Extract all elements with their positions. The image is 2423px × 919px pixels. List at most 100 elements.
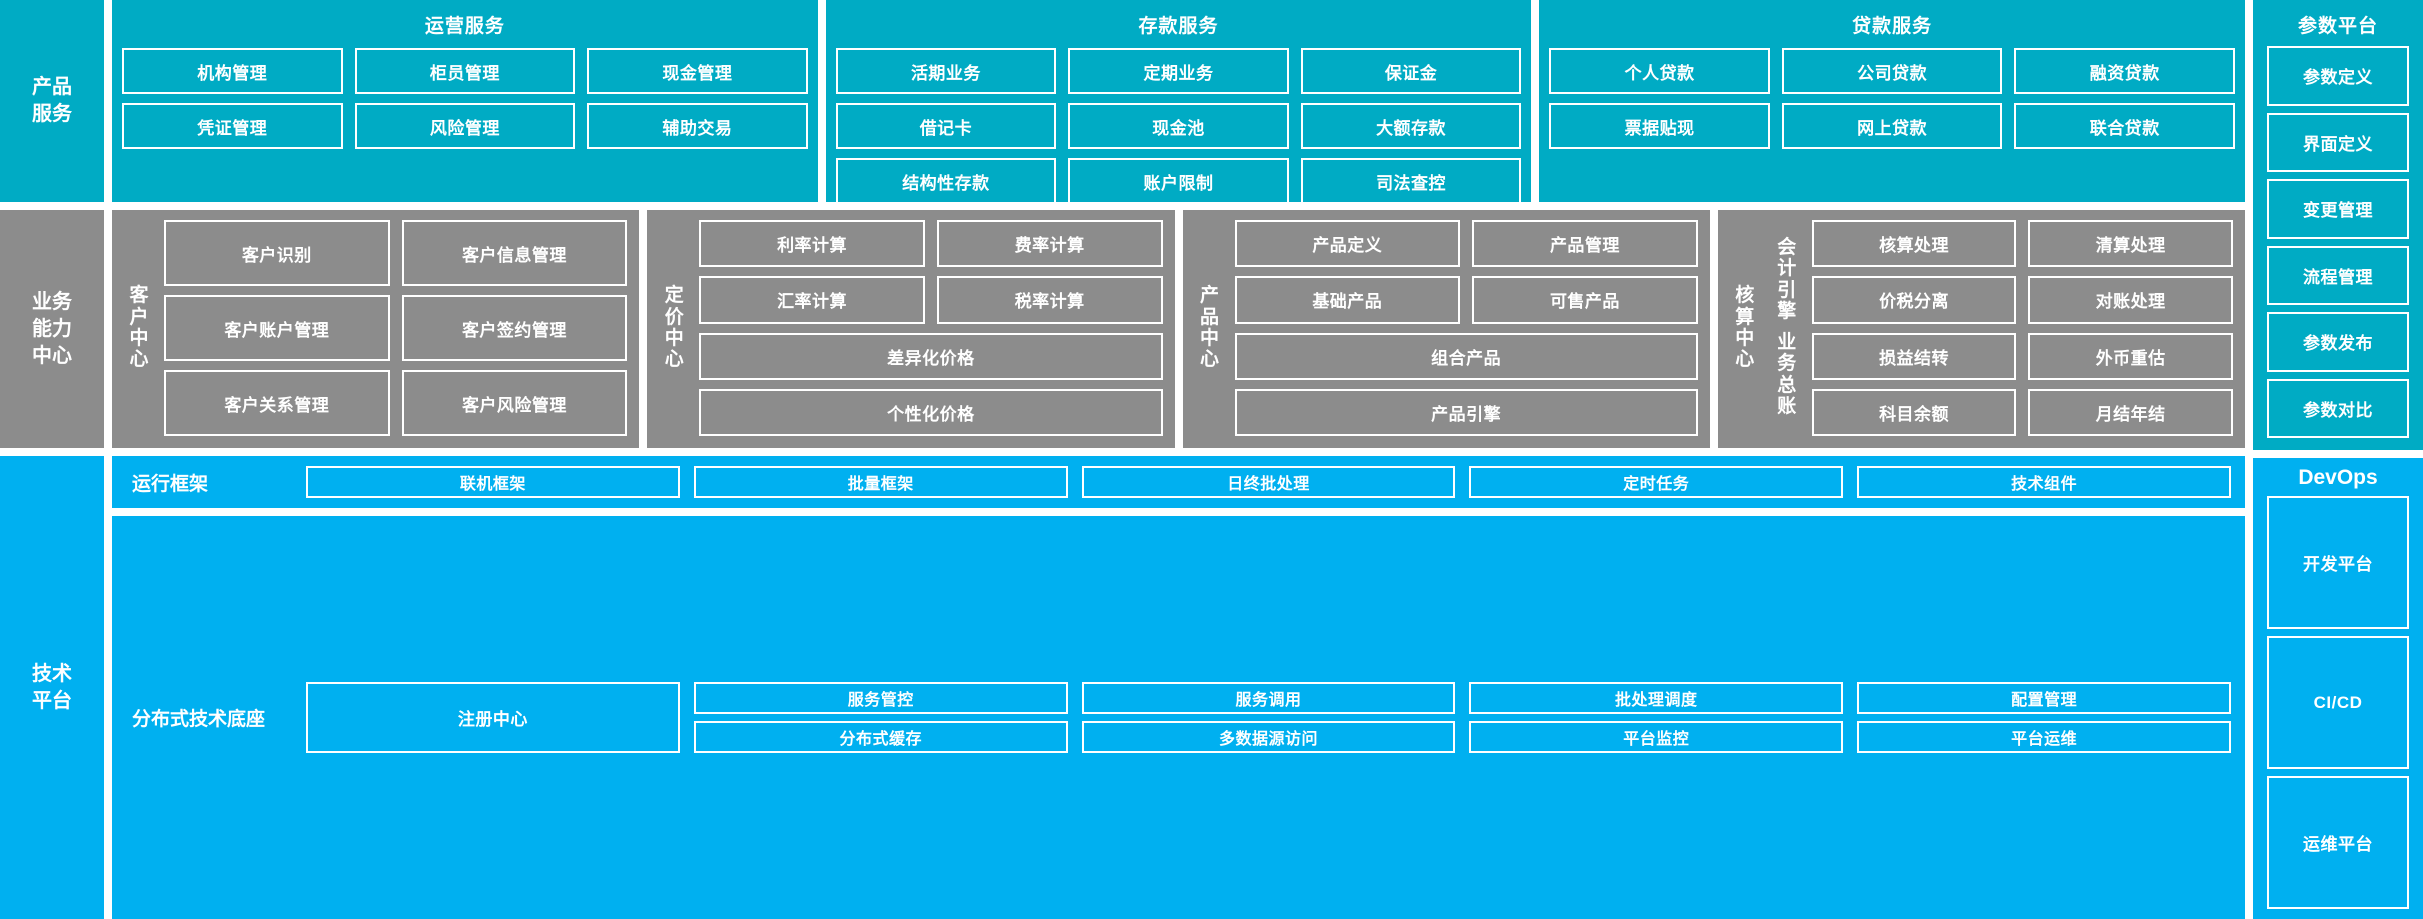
tech-box[interactable]: 分布式缓存 [693, 721, 1068, 753]
tech-row-label-runtime-framework: 运行框架 [132, 473, 209, 495]
tech-row-distributed-base: 分布式技术底座 注册中心 服务管控 服务调用 批处理调度 配置管理 分布式缓存 … [112, 516, 2245, 919]
panel-devops: DevOps 开发平台 CI/CD 运维平台 [2253, 458, 2423, 919]
tech-box[interactable]: 平台监控 [1469, 721, 1844, 753]
capability-box[interactable]: 损益结转 [1811, 332, 2017, 380]
band-label-technical-platform: 技术 平台 [0, 456, 104, 919]
service-box[interactable]: 现金管理 [587, 48, 808, 94]
operation-services-grid: 机构管理 柜员管理 现金管理 凭证管理 风险管理 辅助交易 [122, 48, 808, 192]
service-box[interactable]: 个人贷款 [1549, 48, 1770, 94]
service-box[interactable]: 网上贷款 [1781, 103, 2003, 149]
center-sublabels-accounting: 会计引擎 业务总账 [1770, 220, 1804, 436]
service-box[interactable]: 活期业务 [835, 48, 1057, 94]
service-box[interactable]: 票据贴现 [1549, 103, 1770, 149]
loan-services-grid: 个人贷款 公司贷款 融资贷款 票据贴现 网上贷款 联合贷款 [1549, 48, 2236, 192]
group-title-operation-services: 运营服务 [424, 16, 505, 37]
main-column: 产品 服务 运营服务 机构管理 柜员管理 现金管理 凭证管理 风险管理 辅助交易… [0, 0, 2246, 919]
parameter-box[interactable]: 参数对比 [2267, 378, 2409, 438]
tech-box[interactable]: 技术组件 [1857, 466, 2231, 498]
devops-list: 开发平台 CI/CD 运维平台 [2267, 496, 2409, 909]
capability-box[interactable]: 组合产品 [1234, 332, 1698, 380]
center-label-product: 产品中心 [1199, 285, 1219, 371]
service-box[interactable]: 结构性存款 [835, 158, 1057, 204]
service-box[interactable]: 联合贷款 [2014, 103, 2236, 149]
capability-box[interactable]: 外币重估 [2028, 332, 2233, 380]
devops-box[interactable]: CI/CD [2267, 636, 2409, 769]
capability-box[interactable]: 差异化价格 [699, 332, 1163, 380]
capability-box[interactable]: 月结年结 [2028, 388, 2233, 436]
capability-box[interactable]: 客户账户管理 [164, 295, 390, 361]
capability-box[interactable]: 利率计算 [699, 220, 925, 268]
center-label-pricing: 定价中心 [664, 285, 684, 371]
tech-box[interactable]: 多数据源访问 [1081, 721, 1456, 753]
customer-center-grid: 客户识别 客户信息管理 客户账户管理 客户签约管理 客户关系管理 客户风险管理 [164, 220, 628, 436]
service-box[interactable]: 凭证管理 [122, 103, 343, 149]
parameter-box[interactable]: 界面定义 [2267, 112, 2409, 172]
service-box[interactable]: 现金池 [1068, 103, 1289, 149]
service-box[interactable]: 司法查控 [1300, 158, 1522, 204]
parameter-box[interactable]: 变更管理 [2267, 179, 2409, 239]
tech-box[interactable]: 批处理调度 [1469, 682, 1844, 714]
capability-box[interactable]: 客户签约管理 [401, 295, 628, 361]
tech-box[interactable]: 定时任务 [1469, 466, 1844, 498]
tech-box[interactable]: 日终批处理 [1081, 466, 1456, 498]
capability-box[interactable]: 费率计算 [936, 220, 1163, 268]
capability-box[interactable]: 科目余额 [1811, 388, 2017, 436]
capability-box[interactable]: 汇率计算 [699, 276, 925, 324]
capability-centers: 客户中心 客户识别 客户信息管理 客户账户管理 客户签约管理 客户关系管理 客户… [112, 210, 2245, 448]
service-box[interactable]: 机构管理 [122, 48, 343, 94]
devops-box[interactable]: 开发平台 [2267, 496, 2409, 629]
center-sublabel-general-ledger: 业务总账 [1777, 331, 1797, 417]
capability-box[interactable]: 核算处理 [1811, 220, 2017, 268]
capability-box[interactable]: 客户识别 [164, 220, 390, 286]
capability-box[interactable]: 产品管理 [1472, 220, 1698, 268]
service-box[interactable]: 借记卡 [835, 103, 1057, 149]
capability-box[interactable]: 产品定义 [1234, 220, 1461, 268]
devops-box[interactable]: 运维平台 [2267, 776, 2409, 909]
capability-box[interactable]: 对账处理 [2028, 276, 2233, 324]
service-box[interactable]: 公司贷款 [1781, 48, 2003, 94]
service-box[interactable]: 风险管理 [354, 103, 576, 149]
capability-box[interactable]: 基础产品 [1234, 276, 1461, 324]
runtime-framework-cells: 联机框架 批量框架 日终批处理 定时任务 技术组件 [306, 466, 2231, 498]
group-operation-services: 运营服务 机构管理 柜员管理 现金管理 凭证管理 风险管理 辅助交易 [112, 0, 818, 202]
tech-box[interactable]: 服务调用 [1081, 682, 1456, 714]
service-box[interactable]: 大额存款 [1300, 103, 1522, 149]
capability-box[interactable]: 个性化价格 [699, 388, 1163, 436]
tech-box[interactable]: 批量框架 [693, 466, 1068, 498]
service-box[interactable]: 定期业务 [1068, 48, 1289, 94]
capability-box[interactable]: 税率计算 [936, 276, 1163, 324]
tech-box[interactable]: 联机框架 [306, 466, 680, 498]
group-title-loan-services: 贷款服务 [1852, 16, 1933, 37]
center-label-accounting: 核算中心 [1735, 285, 1755, 371]
parameter-platform-list: 参数定义 界面定义 变更管理 流程管理 参数发布 参数对比 [2267, 46, 2409, 438]
service-box[interactable]: 柜员管理 [354, 48, 576, 94]
center-pricing: 定价中心 利率计算 费率计算 汇率计算 税率计算 差异化价格 个性化价格 [647, 210, 1175, 448]
tech-box[interactable]: 平台运维 [1857, 721, 2231, 753]
service-box[interactable]: 保证金 [1300, 48, 1522, 94]
service-box[interactable]: 辅助交易 [587, 103, 808, 149]
capability-box[interactable]: 客户风险管理 [401, 370, 628, 436]
parameter-box[interactable]: 流程管理 [2267, 245, 2409, 305]
tech-row-runtime-framework: 运行框架 联机框架 批量框架 日终批处理 定时任务 技术组件 [112, 456, 2245, 508]
parameter-box[interactable]: 参数定义 [2267, 46, 2409, 106]
product-service-groups: 运营服务 机构管理 柜员管理 现金管理 凭证管理 风险管理 辅助交易 存款服务 … [112, 0, 2246, 204]
parameter-box[interactable]: 参数发布 [2267, 312, 2409, 372]
capability-box[interactable]: 清算处理 [2028, 220, 2233, 268]
capability-box[interactable]: 价税分离 [1811, 276, 2017, 324]
band-product-services: 产品 服务 运营服务 机构管理 柜员管理 现金管理 凭证管理 风险管理 辅助交易… [0, 0, 2246, 204]
capability-box[interactable]: 客户信息管理 [401, 220, 628, 286]
capability-box[interactable]: 客户关系管理 [164, 370, 390, 436]
panel-title-parameter-platform: 参数平台 [2297, 16, 2378, 37]
tech-box-registry[interactable]: 注册中心 [306, 682, 680, 753]
tech-box[interactable]: 服务管控 [693, 682, 1068, 714]
group-deposit-services: 存款服务 活期业务 定期业务 保证金 借记卡 现金池 大额存款 结构性存款 账户… [825, 0, 1532, 204]
service-box[interactable]: 账户限制 [1068, 158, 1289, 204]
right-column: 参数平台 参数定义 界面定义 变更管理 流程管理 参数发布 参数对比 DevOp… [2253, 0, 2423, 919]
capability-box[interactable]: 可售产品 [1472, 276, 1698, 324]
capability-box[interactable]: 产品引擎 [1234, 388, 1698, 436]
panel-parameter-platform: 参数平台 参数定义 界面定义 变更管理 流程管理 参数发布 参数对比 [2253, 0, 2423, 450]
service-box[interactable]: 融资贷款 [2014, 48, 2236, 94]
tech-box[interactable]: 配置管理 [1857, 682, 2231, 714]
product-center-grid: 产品定义 产品管理 基础产品 可售产品 组合产品 产品引擎 [1234, 220, 1698, 436]
